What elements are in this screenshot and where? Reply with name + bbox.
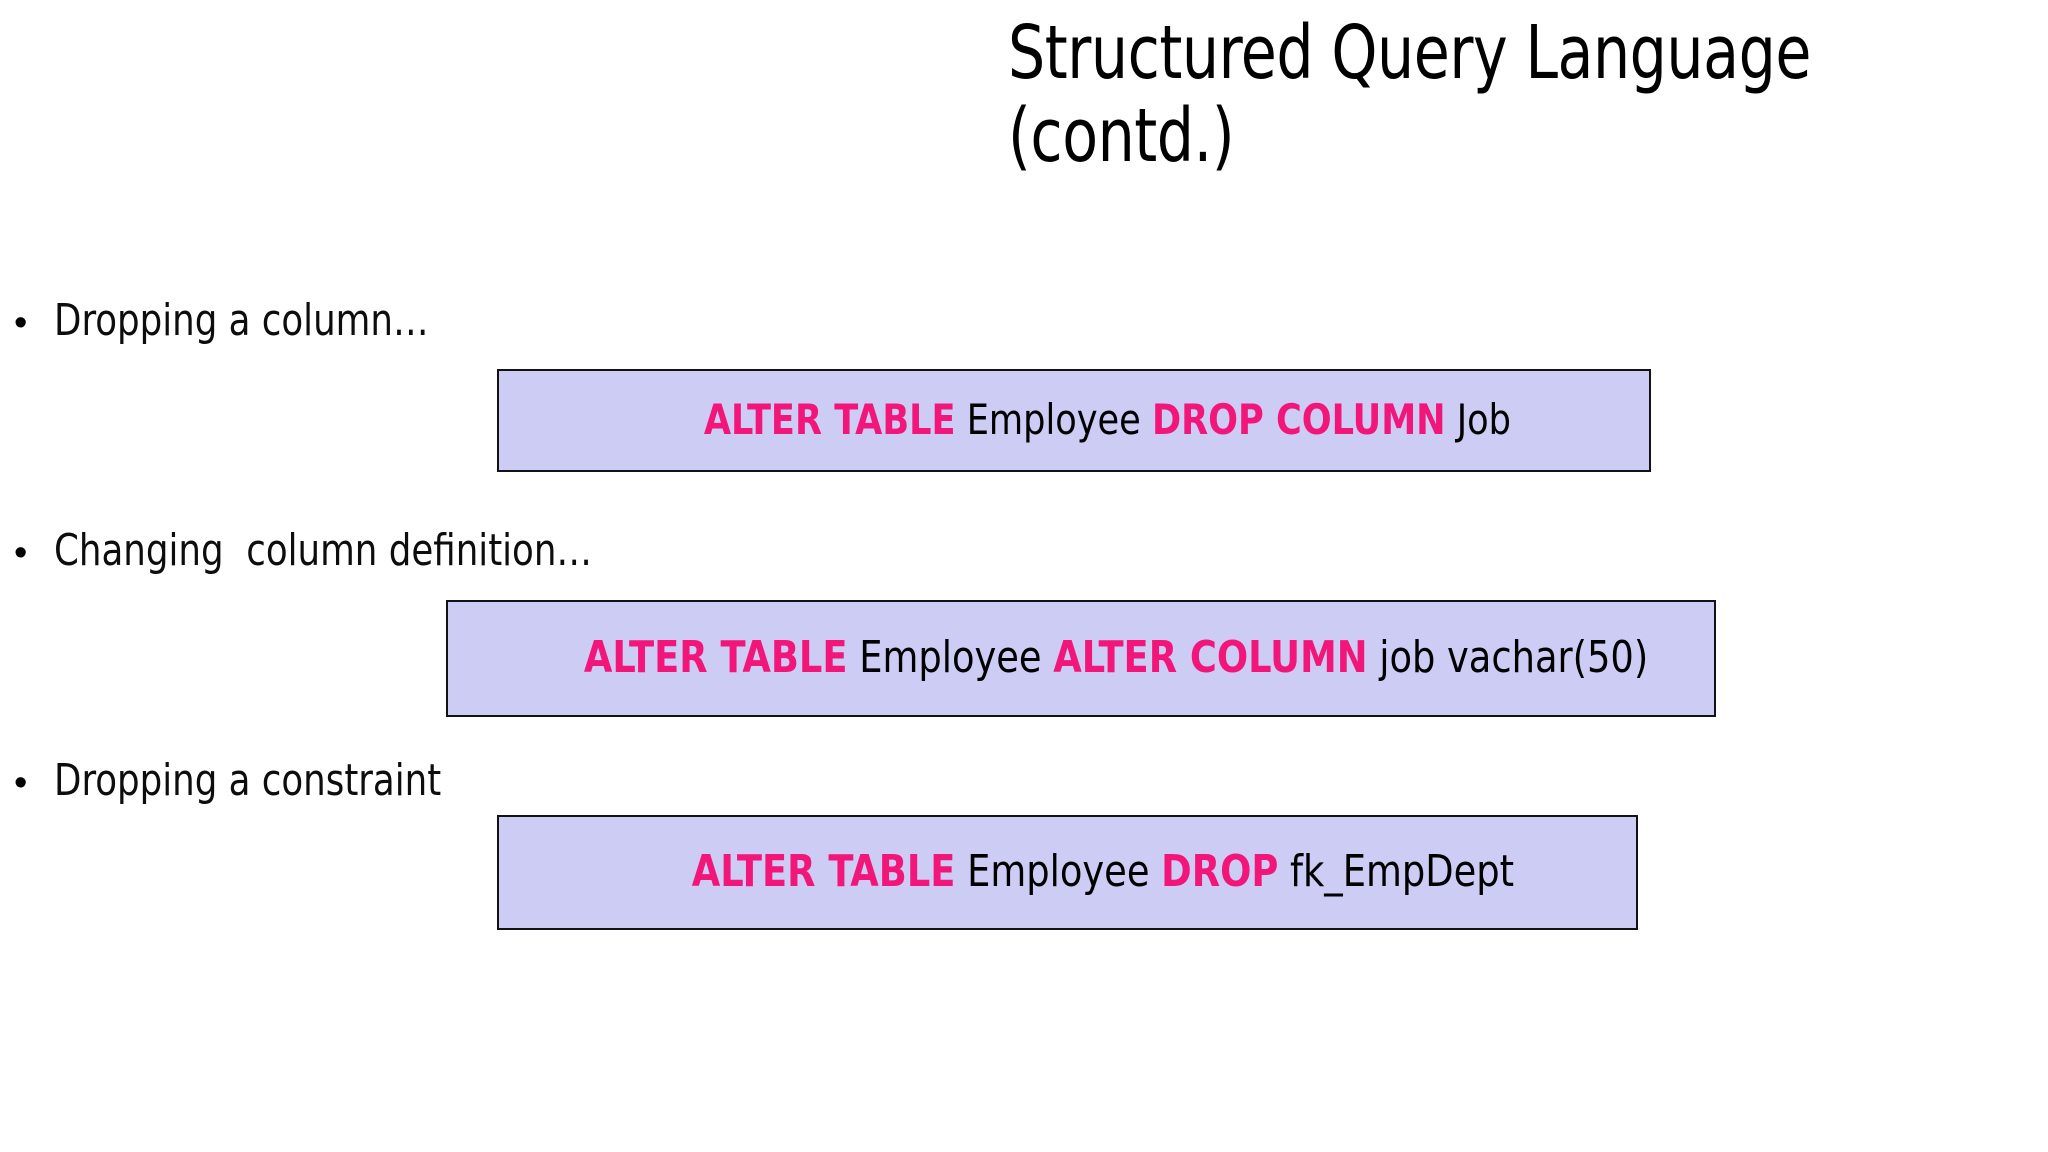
code-line-2: ALTER TABLE Employee ALTER COLUMN job va… bbox=[514, 602, 1649, 715]
code-box-alter-column: ALTER TABLE Employee ALTER COLUMN job va… bbox=[446, 600, 1716, 717]
sql-plain-job: Job bbox=[1445, 395, 1512, 445]
bullet-item-2: • Changing column definition… bbox=[14, 525, 652, 576]
sql-plain-job-vachar: job vachar(50) bbox=[1367, 632, 1649, 684]
bullet-dot-icon: • bbox=[14, 302, 28, 344]
slide-title-line-1: Structured Query Language bbox=[1008, 10, 1811, 96]
code-line-1: ALTER TABLE Employee DROP COLUMN Job bbox=[637, 371, 1512, 470]
sql-keyword-alter-table-1: ALTER TABLE bbox=[703, 395, 956, 445]
sql-plain-employee-1: Employee bbox=[955, 395, 1153, 445]
code-line-3: ALTER TABLE Employee DROP fk_EmpDept bbox=[621, 817, 1514, 928]
bullet-label-1: Dropping a column… bbox=[54, 295, 429, 346]
sql-plain-employee-2: Employee bbox=[847, 632, 1054, 684]
sql-keyword-drop-column: DROP COLUMN bbox=[1152, 395, 1446, 445]
sql-keyword-drop: DROP bbox=[1160, 846, 1279, 898]
bullet-dot-icon: • bbox=[14, 532, 28, 574]
slide-title-line-2: (contd.) bbox=[1008, 92, 1235, 179]
slide-title: Structured Query Language (contd.) bbox=[1008, 12, 1888, 178]
sql-keyword-alter-table-2: ALTER TABLE bbox=[583, 632, 848, 684]
bullet-item-1: • Dropping a column… bbox=[14, 295, 470, 346]
sql-keyword-alter-column: ALTER COLUMN bbox=[1053, 632, 1368, 684]
sql-plain-employee-3: Employee bbox=[955, 846, 1161, 898]
code-box-drop-column: ALTER TABLE Employee DROP COLUMN Job bbox=[497, 369, 1651, 472]
bullet-label-3: Dropping a constraint bbox=[54, 755, 442, 806]
bullet-item-3: • Dropping a constraint bbox=[14, 755, 484, 806]
sql-keyword-alter-table-3: ALTER TABLE bbox=[691, 846, 956, 898]
code-box-drop-constraint: ALTER TABLE Employee DROP fk_EmpDept bbox=[497, 815, 1638, 930]
bullet-label-2: Changing column definition… bbox=[54, 525, 593, 576]
bullet-dot-icon: • bbox=[14, 762, 28, 804]
sql-plain-fk-empdept: fk_EmpDept bbox=[1278, 846, 1514, 898]
